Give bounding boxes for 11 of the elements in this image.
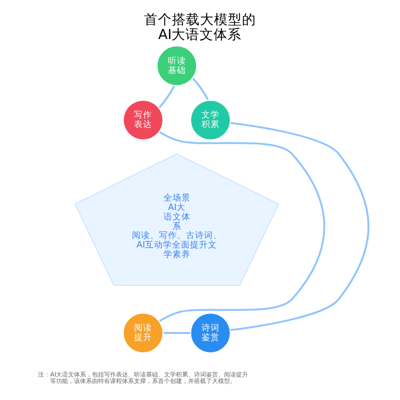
node-circle: 诗词鉴赏 [189,312,232,354]
connector [192,78,209,100]
diagram-title: 首个搭载大模型的AI大语文体系 [144,12,256,44]
connector [230,122,370,332]
node-circle: 听读基础 [156,44,198,87]
node-circle: 文学积累 [189,98,232,142]
connector [159,131,326,322]
node-circle: 写作表达 [122,98,164,142]
node-circle: 阅读提升 [122,312,164,354]
connector [158,86,176,108]
connector [164,332,190,334]
